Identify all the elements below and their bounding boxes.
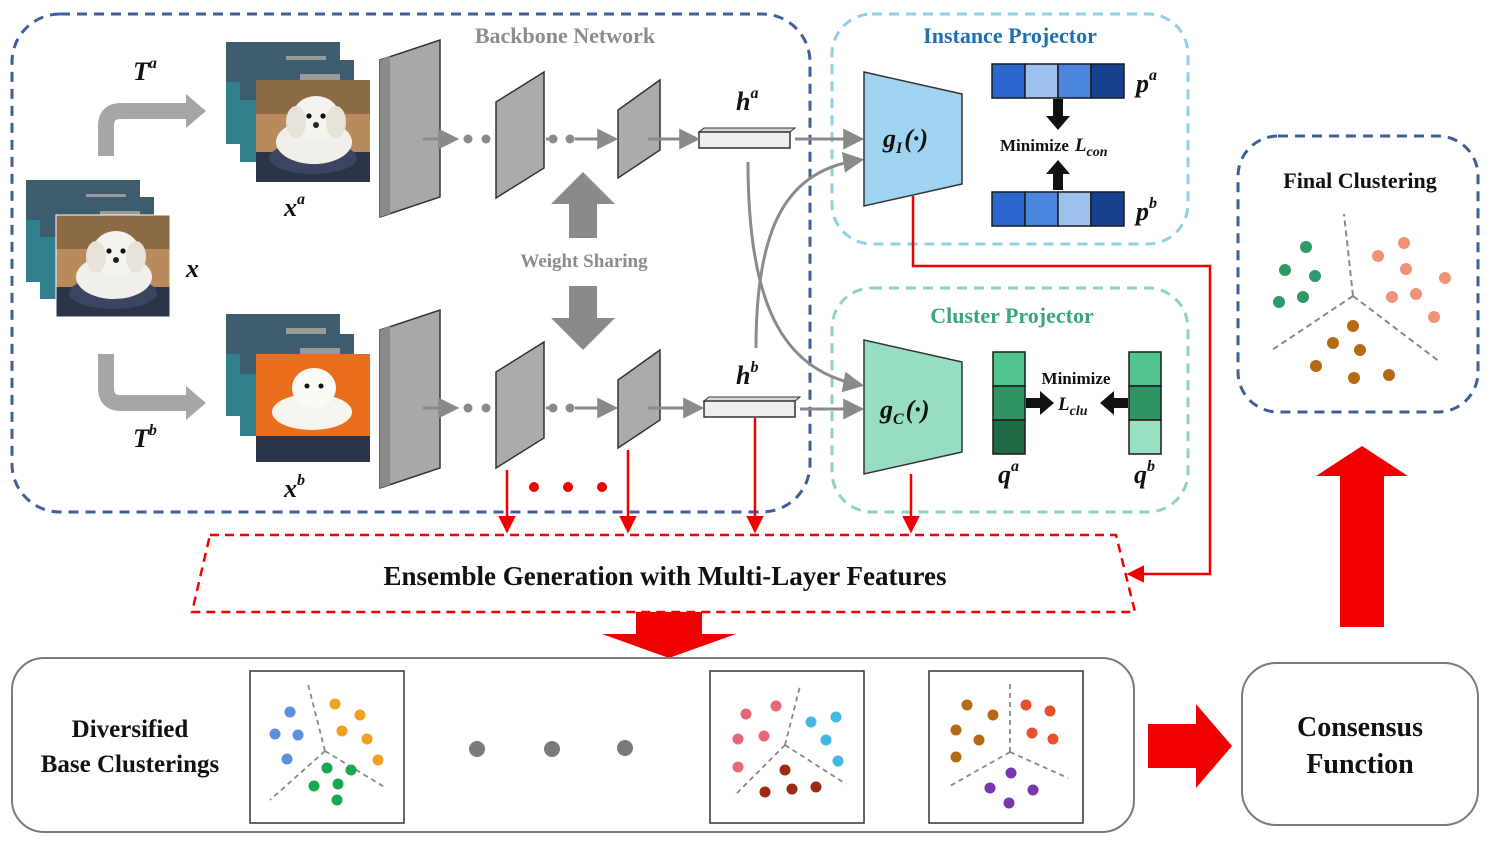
final-clustering-plot <box>1271 213 1451 384</box>
math-qa: qa <box>998 458 1019 489</box>
vector-pb <box>991 191 1125 227</box>
ensemble-label: Ensemble Generation with Multi-Layer Fea… <box>384 561 947 591</box>
backbone-network-box <box>10 12 812 514</box>
math-pa: pa <box>1134 67 1157 98</box>
math-x: x <box>185 254 199 283</box>
math-gI: gI(·) <box>882 124 928 157</box>
red-down-arrow <box>602 612 736 658</box>
transform-arrow-b <box>98 354 188 411</box>
math-Lclu: Lclu <box>1057 394 1088 419</box>
instance-projector-gI <box>863 71 963 207</box>
base-clusterings-box <box>11 657 1135 833</box>
diversified-label-2: Base Clusterings <box>41 751 220 778</box>
math-hb: hb <box>736 359 758 390</box>
instance-projector-box <box>830 12 1190 246</box>
weight-sharing-arrows <box>551 172 615 350</box>
diversified-label-1: Diversified <box>72 716 189 743</box>
vector-qb <box>1128 351 1162 455</box>
consensus-label-2: Function <box>1306 749 1414 780</box>
feature-to-projector-arrows <box>746 128 865 420</box>
input-image-x <box>26 180 171 318</box>
minimize-clu-arrows <box>1026 391 1128 415</box>
augmented-image-xb <box>226 314 370 462</box>
base-clustering-ellipsis <box>469 740 633 757</box>
cluster-projector-gC <box>863 339 963 475</box>
red-feature-arrows <box>498 196 1212 583</box>
backbone-layers-bottom <box>379 308 802 490</box>
final-clustering-title: Final Clustering <box>1283 168 1436 193</box>
minimize-con-arrows <box>1046 99 1070 190</box>
base-clustering-plot-3 <box>928 670 1084 824</box>
vector-qa <box>992 351 1026 455</box>
backbone-title: Backbone Network <box>475 23 656 48</box>
final-clustering-box <box>1236 134 1480 414</box>
backbone-layers-top <box>379 38 797 219</box>
cluster-projector-title: Cluster Projector <box>930 303 1094 328</box>
svg-text:x: x <box>185 254 199 283</box>
math-qb: qb <box>1134 458 1155 489</box>
base-clustering-plot-1 <box>249 670 405 824</box>
ensemble-generation-box <box>190 533 1137 614</box>
base-clustering-plot-2 <box>709 670 865 824</box>
cluster-projector-box <box>830 286 1190 514</box>
transform-arrow-a <box>98 103 188 156</box>
math-pb: pb <box>1134 195 1157 226</box>
math-xb: xb <box>283 472 305 503</box>
augmented-image-xa <box>226 42 370 182</box>
red-right-arrow <box>1148 704 1232 788</box>
consensus-function-box <box>1241 662 1479 826</box>
consensus-label-1: Consensus <box>1297 712 1423 743</box>
vector-pa <box>991 63 1125 99</box>
weight-sharing-label: Weight Sharing <box>520 251 648 272</box>
math-xa: xa <box>283 191 305 222</box>
math-Tb: Tb <box>133 422 157 453</box>
instance-projector-title: Instance Projector <box>923 23 1097 48</box>
math-gC: gC(·) <box>879 395 930 428</box>
math-ha: ha <box>736 85 758 116</box>
minimize-clu-label: Minimize <box>1042 369 1111 388</box>
math-Ta: Ta <box>133 55 157 86</box>
red-up-arrow <box>1316 446 1408 627</box>
